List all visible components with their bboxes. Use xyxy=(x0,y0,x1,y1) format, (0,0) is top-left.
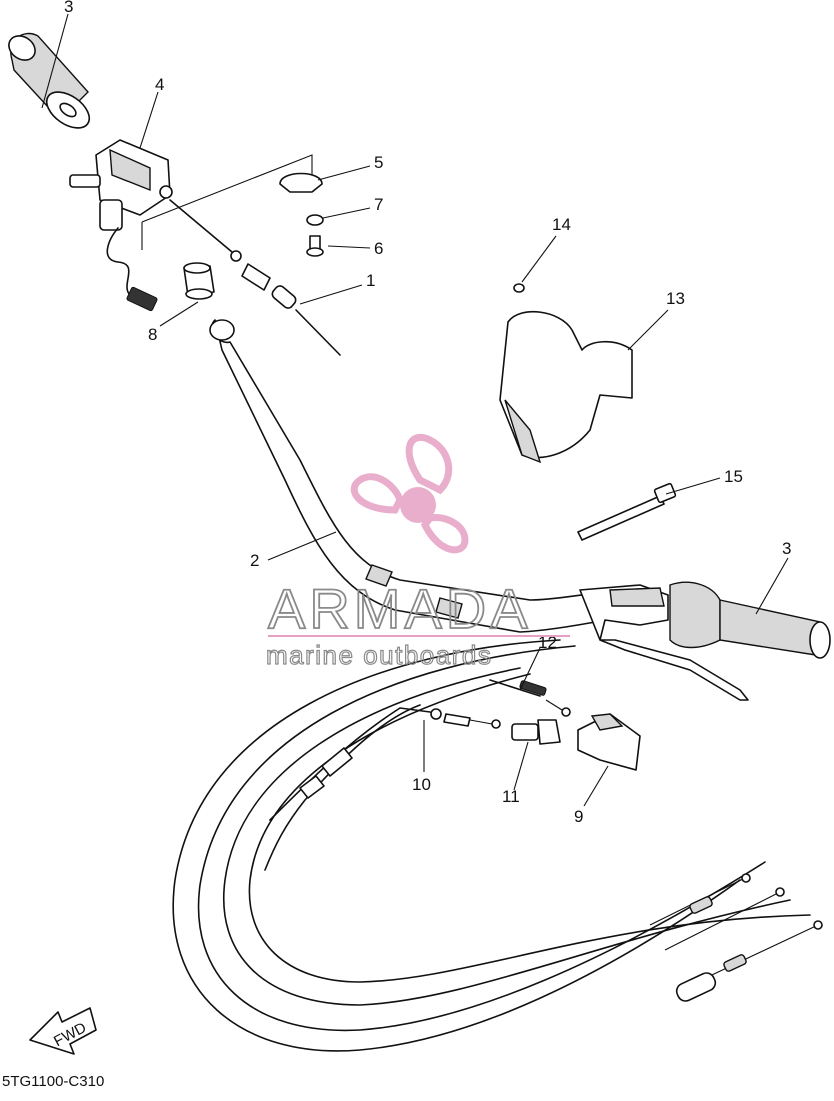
callout-labels: 3 4 5 7 6 1 8 14 13 15 2 3 12 10 11 9 xyxy=(64,0,791,826)
propeller-blade-3 xyxy=(420,513,469,554)
callout-2: 2 xyxy=(250,551,259,570)
handlebar-cover xyxy=(499,283,633,464)
watermark: ARMADA marine outboards xyxy=(265,434,570,671)
left-grip xyxy=(8,32,91,129)
callout-7: 7 xyxy=(374,195,383,214)
adjuster xyxy=(511,719,561,745)
collar xyxy=(183,262,215,300)
clamp-set xyxy=(279,172,324,257)
callout-15: 15 xyxy=(724,467,743,486)
leader-lines xyxy=(41,13,789,807)
callout-3-left: 3 xyxy=(64,0,73,16)
figure-code: 5TG1100-C310 xyxy=(2,1073,104,1090)
right-lever-assembly xyxy=(579,581,831,701)
callout-14: 14 xyxy=(552,215,571,234)
callout-1: 1 xyxy=(366,271,375,290)
callout-12: 12 xyxy=(538,633,557,652)
cable-10 xyxy=(269,707,501,821)
throttle-cable xyxy=(169,199,341,356)
fwd-arrow: FWD xyxy=(29,1007,97,1055)
watermark-brand: ARMADA xyxy=(268,577,532,640)
callout-9: 9 xyxy=(574,807,583,826)
callout-3-right: 3 xyxy=(782,539,791,558)
propeller-hub xyxy=(400,487,436,523)
callout-10: 10 xyxy=(412,775,431,794)
callout-11: 11 xyxy=(502,787,520,806)
bracket-9 xyxy=(577,713,641,771)
callout-5: 5 xyxy=(374,153,383,172)
propeller-blade-2 xyxy=(350,473,404,514)
watermark-tagline: marine outboards xyxy=(266,640,492,670)
control-cables xyxy=(172,639,823,1052)
propeller-blade-1 xyxy=(405,434,453,495)
callout-6: 6 xyxy=(374,239,383,258)
callout-8: 8 xyxy=(148,325,157,344)
cable-12 xyxy=(489,679,571,717)
callout-4: 4 xyxy=(155,75,164,94)
throttle-housing xyxy=(69,139,173,312)
watermark-propeller-logo xyxy=(350,434,469,554)
callout-13: 13 xyxy=(666,289,685,308)
cable-tie xyxy=(577,482,677,541)
